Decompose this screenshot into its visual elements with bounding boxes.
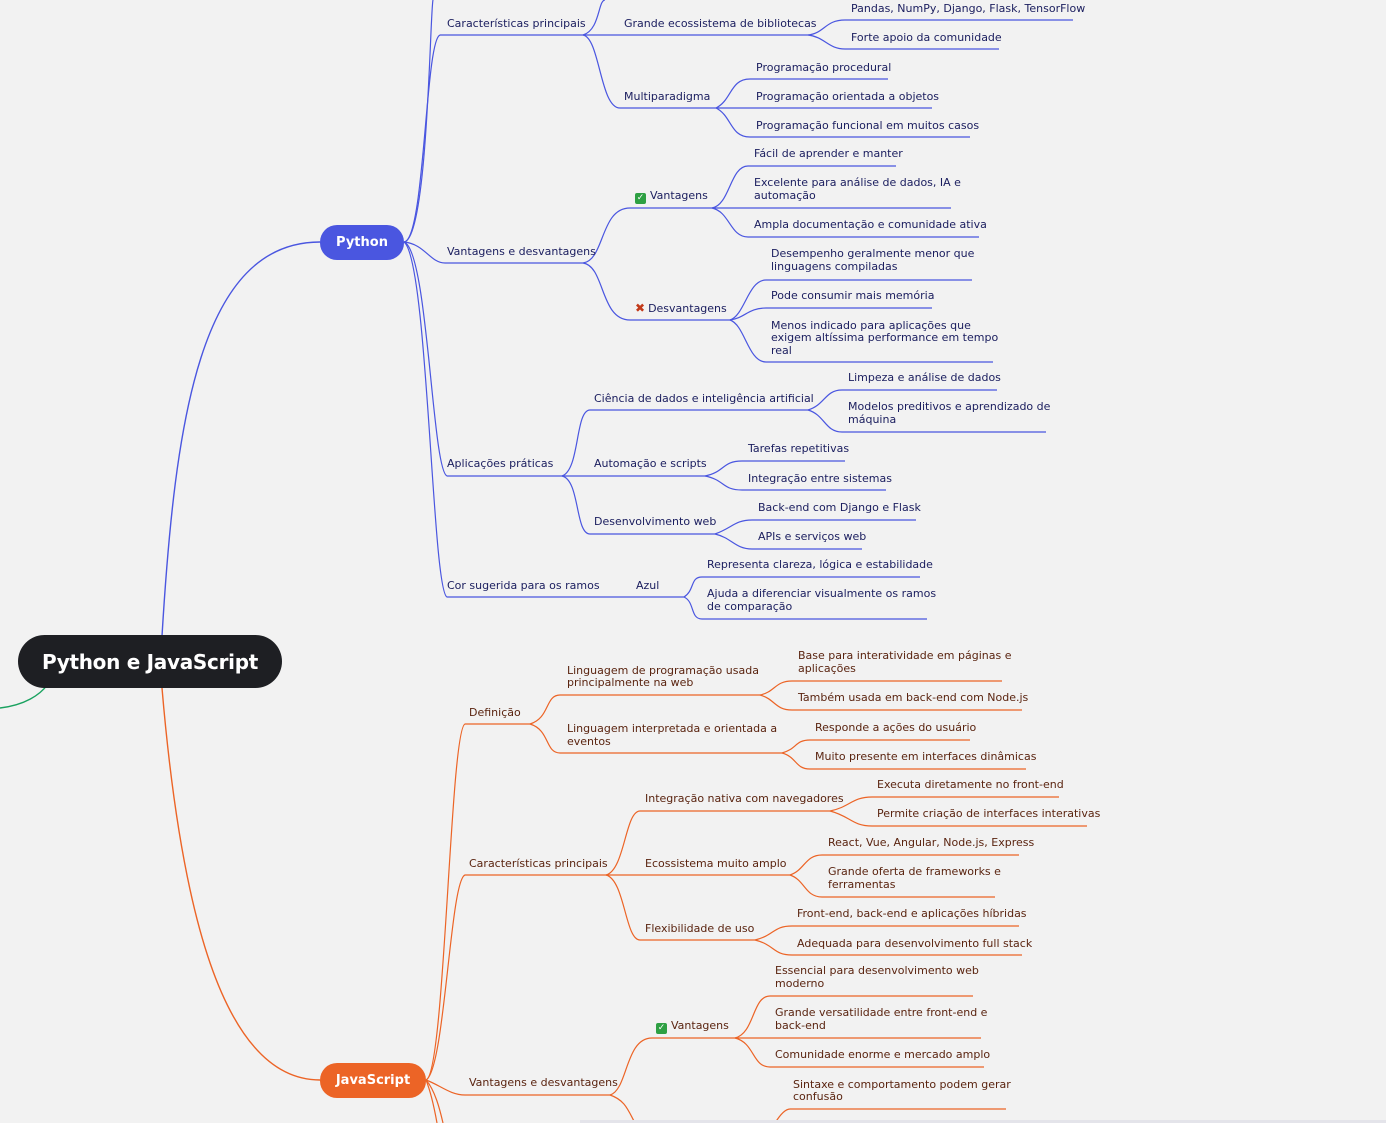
py-web-item-2[interactable]: APIs e serviços web [758,530,867,543]
js-ecossistema-item-1[interactable]: React, Vue, Angular, Node.js, Express [828,836,1035,849]
js-desvantagem-item-1-line2[interactable]: confusão [793,1090,843,1103]
py-desvantagem-item-1-line1[interactable]: Desempenho geralmente menor que [771,247,975,260]
python-branch-node[interactable]: Python [320,225,404,260]
js-ecossistema-item-2-line2[interactable]: ferramentas [828,878,896,891]
py-azul-topic[interactable]: Azul [636,579,660,592]
py-multiparadigma-item-1[interactable]: Programação procedural [756,61,892,74]
js-definicao-topic[interactable]: Definição [469,706,521,719]
js-ecossistema-item-2-line1[interactable]: Grande oferta de frameworks e [828,865,1001,878]
py-azul-item-1[interactable]: Representa clareza, lógica e estabilidad… [707,558,933,571]
py-vantagem-item-3[interactable]: Ampla documentação e comunidade ativa [754,218,987,231]
py-ecossistema-item-1[interactable]: Pandas, NumPy, Django, Flask, TensorFlow [851,2,1086,15]
js-desvantagem-item-1-line1[interactable]: Sintaxe e comportamento podem gerar [793,1078,1011,1091]
js-vantagens-label: Vantagens [671,1019,729,1032]
js-flexibilidade-topic[interactable]: Flexibilidade de uso [645,922,755,935]
py-aplicacoes-topic[interactable]: Aplicações práticas [447,457,554,470]
js-ling-web-topic-line2[interactable]: principalmente na web [567,676,694,689]
py-caracteristicas-topic[interactable]: Características principais [447,17,586,30]
py-desvantagens-label: Desvantagens [648,302,727,315]
root-topic[interactable]: Python e JavaScript [18,635,282,688]
js-flexibilidade-item-2[interactable]: Adequada para desenvolvimento full stack [797,937,1033,950]
py-cor-topic[interactable]: Cor sugerida para os ramos [447,579,600,592]
py-automacao-item-1[interactable]: Tarefas repetitivas [748,442,850,455]
js-ling-interp-topic-line1[interactable]: Linguagem interpretada e orientada a [567,722,778,735]
js-ling-web-item-1-line2[interactable]: aplicações [798,662,856,675]
py-web-topic[interactable]: Desenvolvimento web [594,515,717,528]
js-integracao-item-2[interactable]: Permite criação de interfaces interativa… [877,807,1101,820]
js-ling-interp-item-1[interactable]: Responde a ações do usuário [815,721,977,734]
js-ling-web-item-1-line1[interactable]: Base para interatividade em páginas e [798,649,1012,662]
js-ecossistema-topic[interactable]: Ecossistema muito amplo [645,857,787,870]
py-desvantagem-item-1-line2[interactable]: linguagens compiladas [771,260,898,273]
check-icon: ✓ [656,1023,667,1034]
js-flexibilidade-item-1[interactable]: Front-end, back-end e aplicações híbrida… [797,907,1027,920]
py-multiparadigma-item-2[interactable]: Programação orientada a objetos [756,90,940,103]
py-vantagem-item-1[interactable]: Fácil de aprender e manter [754,147,903,160]
py-vantagens-topic[interactable]: ✓ Vantagens [635,189,708,204]
js-integracao-item-1[interactable]: Executa diretamente no front-end [877,778,1064,791]
py-ciencia-topic[interactable]: Ciência de dados e inteligência artifici… [594,392,814,405]
py-ciencia-item-1[interactable]: Limpeza e análise de dados [848,371,1001,384]
py-ecossistema-item-2[interactable]: Forte apoio da comunidade [851,31,1002,44]
cross-icon: ✖ [635,301,646,315]
py-ciencia-item-2-line2[interactable]: máquina [848,413,897,426]
py-ecossistema-topic[interactable]: Grande ecossistema de bibliotecas [624,17,817,30]
js-integracao-topic[interactable]: Integração nativa com navegadores [645,792,844,805]
js-ling-interp-topic-line2[interactable]: eventos [567,735,611,748]
py-desvantagem-item-2[interactable]: Pode consumir mais memória [771,289,935,302]
py-vantagem-item-2-line2[interactable]: automação [754,189,816,202]
py-azul-item-2-line1[interactable]: Ajuda a diferenciar visualmente os ramos [707,587,937,600]
py-multiparadigma-item-3[interactable]: Programação funcional em muitos casos [756,119,980,132]
js-vantagens-desvantagens-topic[interactable]: Vantagens e desvantagens [469,1076,618,1089]
py-ciencia-item-2-line1[interactable]: Modelos preditivos e aprendizado de [848,400,1051,413]
js-vantagem-item-1-line2[interactable]: moderno [775,977,825,990]
py-vantagens-label: Vantagens [650,189,708,202]
py-automacao-topic[interactable]: Automação e scripts [594,457,707,470]
py-desvantagem-item-3-line3[interactable]: real [771,344,792,357]
py-desvantagem-item-3-line2[interactable]: exigem altíssima performance em tempo [771,331,999,344]
py-web-item-1[interactable]: Back-end com Django e Flask [758,501,921,514]
horizontal-scrollbar[interactable] [580,1120,1386,1123]
js-ling-web-topic-line1[interactable]: Linguagem de programação usada [567,664,759,677]
js-ling-interp-item-2[interactable]: Muito presente em interfaces dinâmicas [815,750,1037,763]
py-desvantagens-topic[interactable]: ✖Desvantagens [635,302,727,315]
py-automacao-item-2[interactable]: Integração entre sistemas [748,472,892,485]
py-multiparadigma-topic[interactable]: Multiparadigma [624,90,711,103]
js-vantagem-item-3[interactable]: Comunidade enorme e mercado amplo [775,1048,991,1061]
py-desvantagem-item-3-line1[interactable]: Menos indicado para aplicações que [771,319,971,332]
js-ling-web-item-2[interactable]: Também usada em back-end com Node.js [798,691,1029,704]
js-vantagem-item-2-line1[interactable]: Grande versatilidade entre front-end e [775,1006,988,1019]
py-vantagens-desvantagens-topic[interactable]: Vantagens e desvantagens [447,245,596,258]
py-azul-item-2-line2[interactable]: de comparação [707,600,793,613]
check-icon: ✓ [635,193,646,204]
js-caracteristicas-topic[interactable]: Características principais [469,857,608,870]
py-vantagem-item-2-line1[interactable]: Excelente para análise de dados, IA e [754,176,961,189]
js-vantagens-topic[interactable]: ✓ Vantagens [656,1019,729,1034]
js-vantagem-item-2-line2[interactable]: back-end [775,1019,826,1032]
js-vantagem-item-1-line1[interactable]: Essencial para desenvolvimento web [775,964,979,977]
javascript-branch-node[interactable]: JavaScript [320,1063,426,1098]
